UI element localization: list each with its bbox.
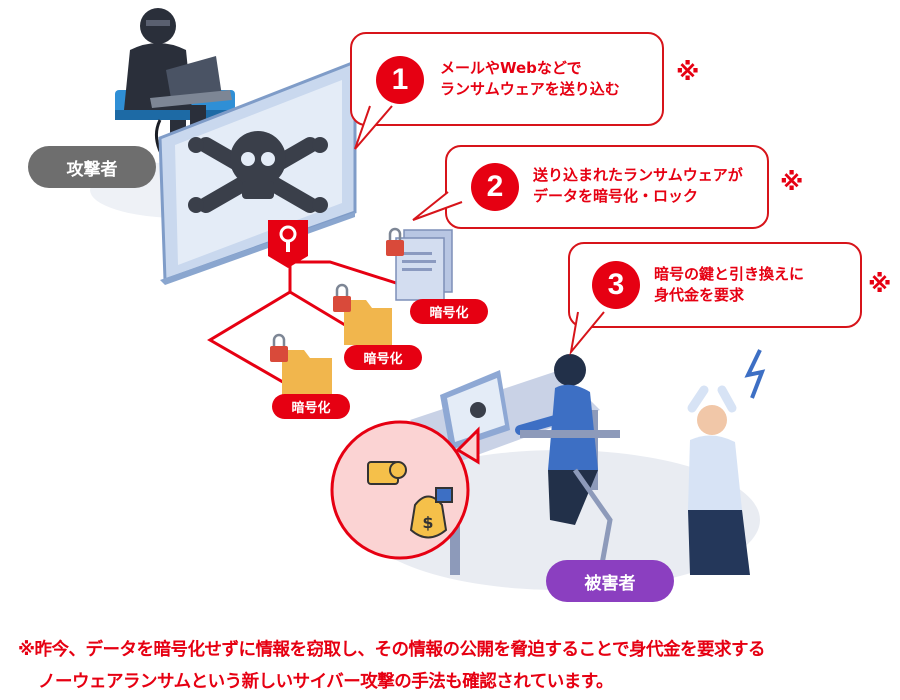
step-bubble-2: 2 送り込まれたランサムウェアが データを暗号化・ロック [445,145,769,229]
encrypted-badge: 暗号化 [410,299,488,324]
note-mark: ※ [868,270,892,298]
locked-folder-icon [333,283,392,345]
bubble-tail [354,105,393,150]
bubble-tail [569,311,605,356]
distressed-man-figure [687,349,766,575]
step-number-badge: 3 [592,261,640,309]
skull-icon [188,131,328,213]
note-mark: ※ [780,168,804,196]
step-text-line: 暗号の鍵と引き換えに [654,265,805,283]
step-text-line: データを暗号化・ロック [533,187,699,205]
step-bubble-1: 1 メールやWebなどで ランサムウェアを送り込む [350,32,664,126]
encrypted-badge: 暗号化 [344,345,422,370]
victim-label: 被害者 [546,560,674,602]
footnote-line: ノーウェアランサムという新しいサイバー攻撃の手法も確認されています。 [38,672,614,692]
victim-figure [515,354,620,576]
step-text-line: 送り込まれたランサムウェアが [533,166,743,184]
step-text-line: メールやWebなどで [440,59,582,77]
step-bubble-3: 3 暗号の鍵と引き換えに 身代金を要求 [568,242,862,328]
step-text-line: 身代金を要求 [654,286,745,304]
step-number-badge: 1 [376,56,424,104]
locked-folder-icon [270,333,332,395]
key-pin-icon [268,220,308,268]
step-text-line: ランサムウェアを送り込む [440,80,620,98]
note-mark: ※ [676,58,700,86]
ransom-demand-icon: $ [330,420,480,560]
encrypted-badge: 暗号化 [272,394,350,419]
locked-documents-icon [386,227,453,301]
bubble-tail [412,191,463,221]
footnote-line: ※昨今、データを暗号化せずに情報を窃取し、その情報の公開を脅迫することで身代金を… [18,640,766,660]
step-number-badge: 2 [471,163,519,211]
attacker-label: 攻撃者 [28,146,156,188]
svg-text:$: $ [422,513,433,532]
